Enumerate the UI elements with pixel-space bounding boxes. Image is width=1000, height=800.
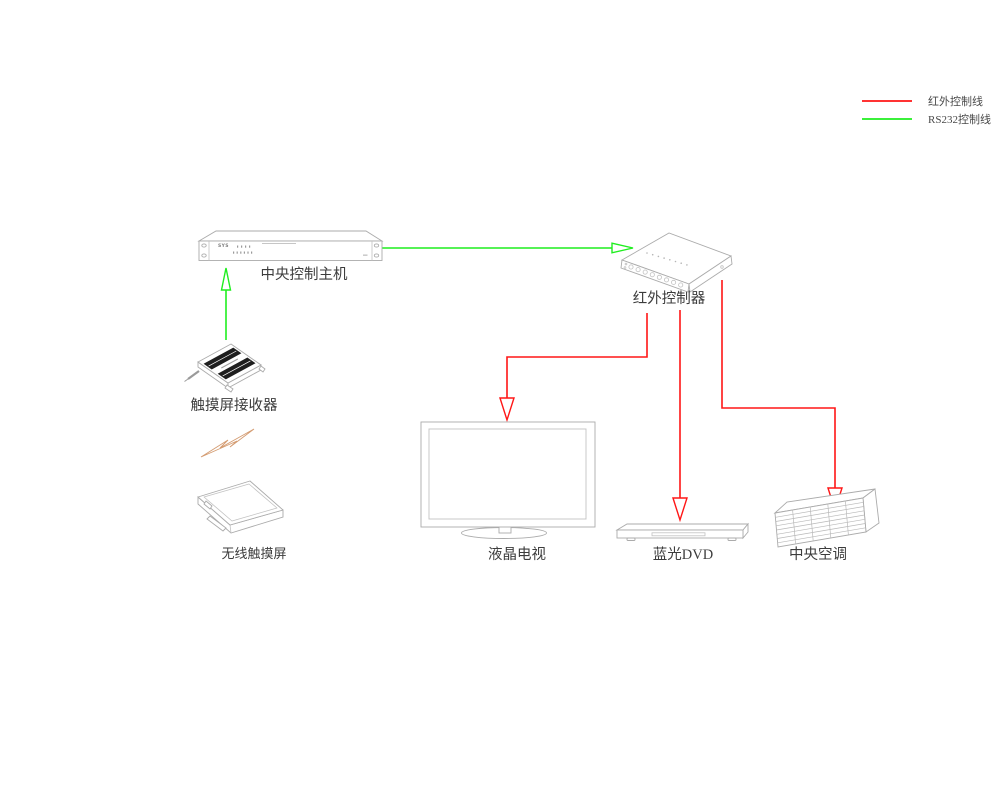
screw-hole [373, 253, 380, 258]
screw-hole [373, 243, 380, 248]
ir-wire [506, 313, 648, 398]
connection-receiver-to-host [220, 267, 232, 340]
arrow-right-icon [611, 242, 634, 254]
touch-receiver-label: 触摸屏接收器 [191, 397, 278, 414]
ac-grille-lines [775, 500, 866, 545]
bluray-dvd-label: 蓝光DVD [653, 546, 713, 563]
screw-hole [201, 253, 207, 258]
tv-screen [428, 428, 587, 520]
dvd-disc-tray [651, 532, 706, 537]
ir-port [656, 274, 662, 280]
ir-controller-top-face [620, 232, 732, 285]
wireless-signal-icon [200, 428, 255, 458]
connection-ir-to-dvd [672, 310, 688, 523]
dvd-front-face [616, 529, 744, 539]
host-brand-text: SYS [218, 243, 229, 249]
connection-ir-to-tv [499, 313, 648, 423]
receiver-fine-print [221, 358, 239, 369]
legend-rs232-line-label: RS232控制线 [928, 112, 991, 126]
arrow-down-icon [499, 397, 515, 423]
lightning-bolt-icon [200, 428, 255, 458]
ir-port [671, 279, 677, 285]
device-touch-screen-receiver: 触摸屏接收器 [184, 343, 278, 414]
lcd-tv-label: 液晶电视 [488, 546, 546, 563]
device-central-ac: 中央空调 [773, 488, 880, 563]
ir-port [642, 269, 648, 275]
panel-bezel [197, 480, 284, 526]
device-bluray-dvd: 蓝光DVD [615, 522, 749, 563]
ir-port [678, 282, 684, 288]
host-front-panel [198, 240, 383, 261]
ir-port [649, 272, 655, 278]
panel-button [203, 500, 213, 510]
host-label: 中央控制主机 [261, 266, 348, 283]
dvd-top-face [615, 523, 749, 531]
ir-port [628, 264, 634, 270]
mount-tab [258, 365, 266, 373]
panel-foot [206, 515, 227, 532]
central-ac-label: 中央空调 [789, 546, 847, 563]
dvd-foot [626, 537, 636, 541]
arrow-down-icon [672, 497, 688, 523]
ir-port [664, 277, 670, 283]
ir-controller-label: 红外控制器 [633, 290, 706, 307]
device-central-control-host: SYS 中央控制主机 [197, 230, 384, 283]
wireless-touch-panel-label: 无线触摸屏 [221, 546, 286, 561]
tv-stand-neck [498, 526, 512, 534]
arrow-up-icon [220, 267, 232, 291]
antenna-icon [187, 370, 200, 380]
ir-port [635, 267, 641, 273]
ir-controller-right-face [688, 255, 733, 293]
host-top-face [197, 230, 384, 242]
panel-screen [203, 483, 278, 522]
screw-hole [201, 243, 207, 248]
device-wireless-touch-panel: 无线触摸屏 [197, 480, 287, 561]
side-hole [720, 265, 724, 269]
legend: 红外控制线 RS232控制线 [862, 94, 991, 126]
connection-host-to-ir-controller [382, 242, 634, 254]
device-ir-controller: 红外控制器 [620, 232, 733, 307]
dvd-foot [727, 537, 737, 541]
device-lcd-tv: 液晶电视 [420, 421, 596, 563]
legend-ir-line-label: 红外控制线 [928, 94, 983, 108]
mount-tab [224, 384, 234, 393]
connection-ir-to-ac [721, 280, 843, 513]
ir-wire [721, 280, 836, 488]
